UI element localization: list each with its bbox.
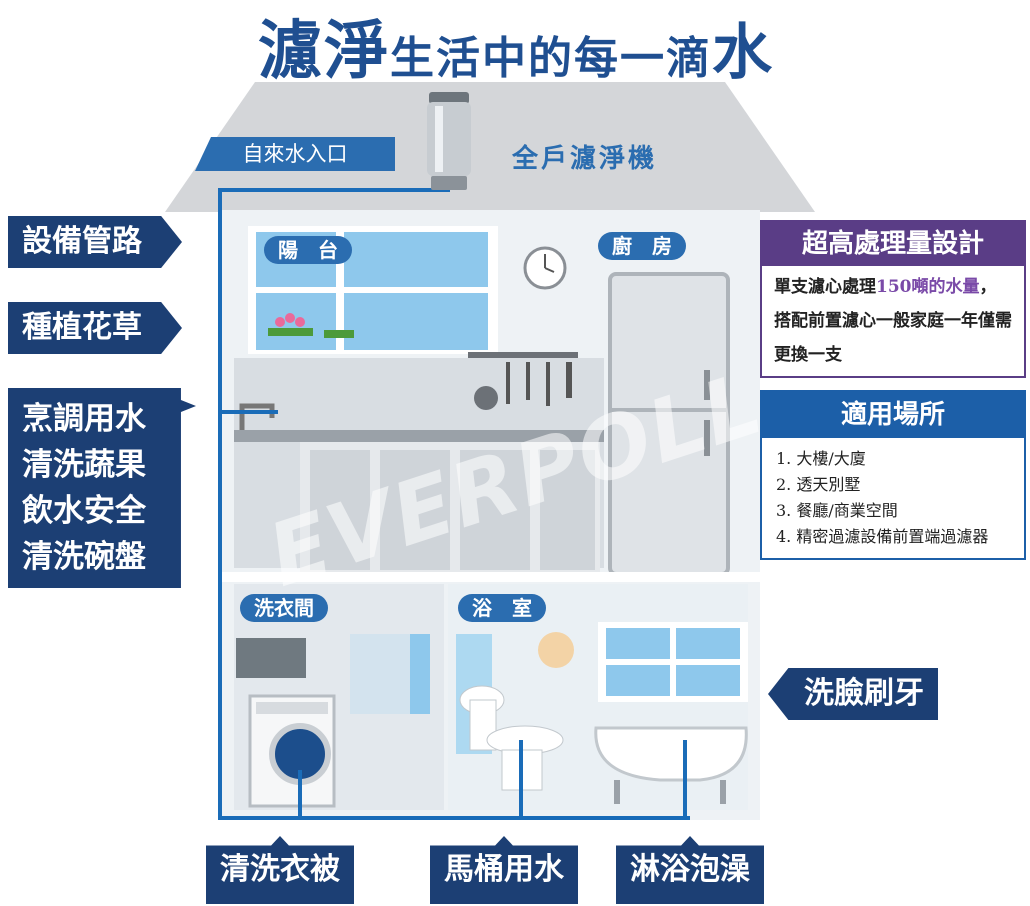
- room-label-laundry: 洗衣間: [240, 594, 328, 622]
- pipe-toilet: [519, 740, 523, 818]
- room-label-kitchen: 廚 房: [598, 232, 686, 260]
- kitchen-uses-panel: 烹調用水 清洗蔬果 飲水安全 清洗碗盤: [8, 388, 196, 588]
- place-item: 2. 透天別墅: [776, 475, 861, 494]
- place-item: 1. 大樓/大廈: [776, 449, 866, 468]
- capacity-title: 超高處理量設計: [762, 222, 1024, 266]
- pipe-top: [218, 188, 450, 192]
- capacity-text-start: 單支濾心處理: [774, 277, 876, 297]
- tag-toilet: 馬桶用水: [430, 836, 578, 904]
- tag-face-teeth: 洗臉刷牙: [768, 668, 938, 720]
- capacity-text: 單支濾心處理150噸的水量，搭配前置濾心一般家庭一年僅需更換一支: [762, 266, 1024, 376]
- capacity-info-box: 超高處理量設計 單支濾心處理150噸的水量，搭配前置濾心一般家庭一年僅需更換一支: [760, 220, 1026, 378]
- pipe-bathtub: [683, 740, 687, 818]
- water-inlet-label: 自來水入口: [195, 137, 395, 171]
- title-part1: 濾淨: [258, 14, 390, 89]
- title-part2: 生活中的每一滴: [390, 33, 712, 84]
- room-label-balcony: 陽 台: [264, 236, 352, 264]
- pipe-washer: [298, 770, 302, 818]
- tag-laundry: 清洗衣被: [206, 836, 354, 904]
- pipe-kitchen: [218, 410, 278, 414]
- filter-machine-icon: [427, 92, 471, 190]
- places-title: 適用場所: [762, 392, 1024, 438]
- tag-shower-bath: 淋浴泡澡: [616, 836, 764, 904]
- kitchen-use-dishes: 清洗碗盤: [22, 539, 146, 575]
- pipe-main-vertical: [218, 188, 222, 818]
- room-label-bathroom: 浴 室: [458, 594, 546, 622]
- kitchen-use-drinking: 飲水安全: [22, 493, 146, 529]
- tag-equipment-pipes: 設備管路: [8, 216, 182, 268]
- kitchen-use-cooking: 烹調用水: [22, 401, 146, 437]
- tag-gardening: 種植花草: [8, 302, 182, 354]
- page-title: 濾淨生活中的每一滴水: [0, 0, 1030, 90]
- house-body: [220, 210, 760, 820]
- pipe-bottom: [218, 816, 690, 820]
- house-roof: [165, 82, 815, 212]
- capacity-text-end: ，搭配前置濾心一般家庭一年僅需更換一支: [774, 277, 1012, 365]
- kitchen-use-produce: 清洗蔬果: [22, 447, 146, 483]
- capacity-highlight: 150噸的水量: [876, 277, 980, 297]
- title-part3: 水: [712, 18, 772, 88]
- places-list: 1. 大樓/大廈 2. 透天別墅 3. 餐廳/商業空間 4. 精密過濾設備前置端…: [762, 438, 1024, 558]
- place-item: 4. 精密過濾設備前置端過濾器: [776, 527, 989, 546]
- house-illustration: [220, 226, 760, 810]
- whole-house-filter-label: 全戶濾淨機: [512, 144, 658, 174]
- applicable-places-box: 適用場所 1. 大樓/大廈 2. 透天別墅 3. 餐廳/商業空間 4. 精密過濾…: [760, 390, 1026, 560]
- place-item: 3. 餐廳/商業空間: [776, 501, 898, 520]
